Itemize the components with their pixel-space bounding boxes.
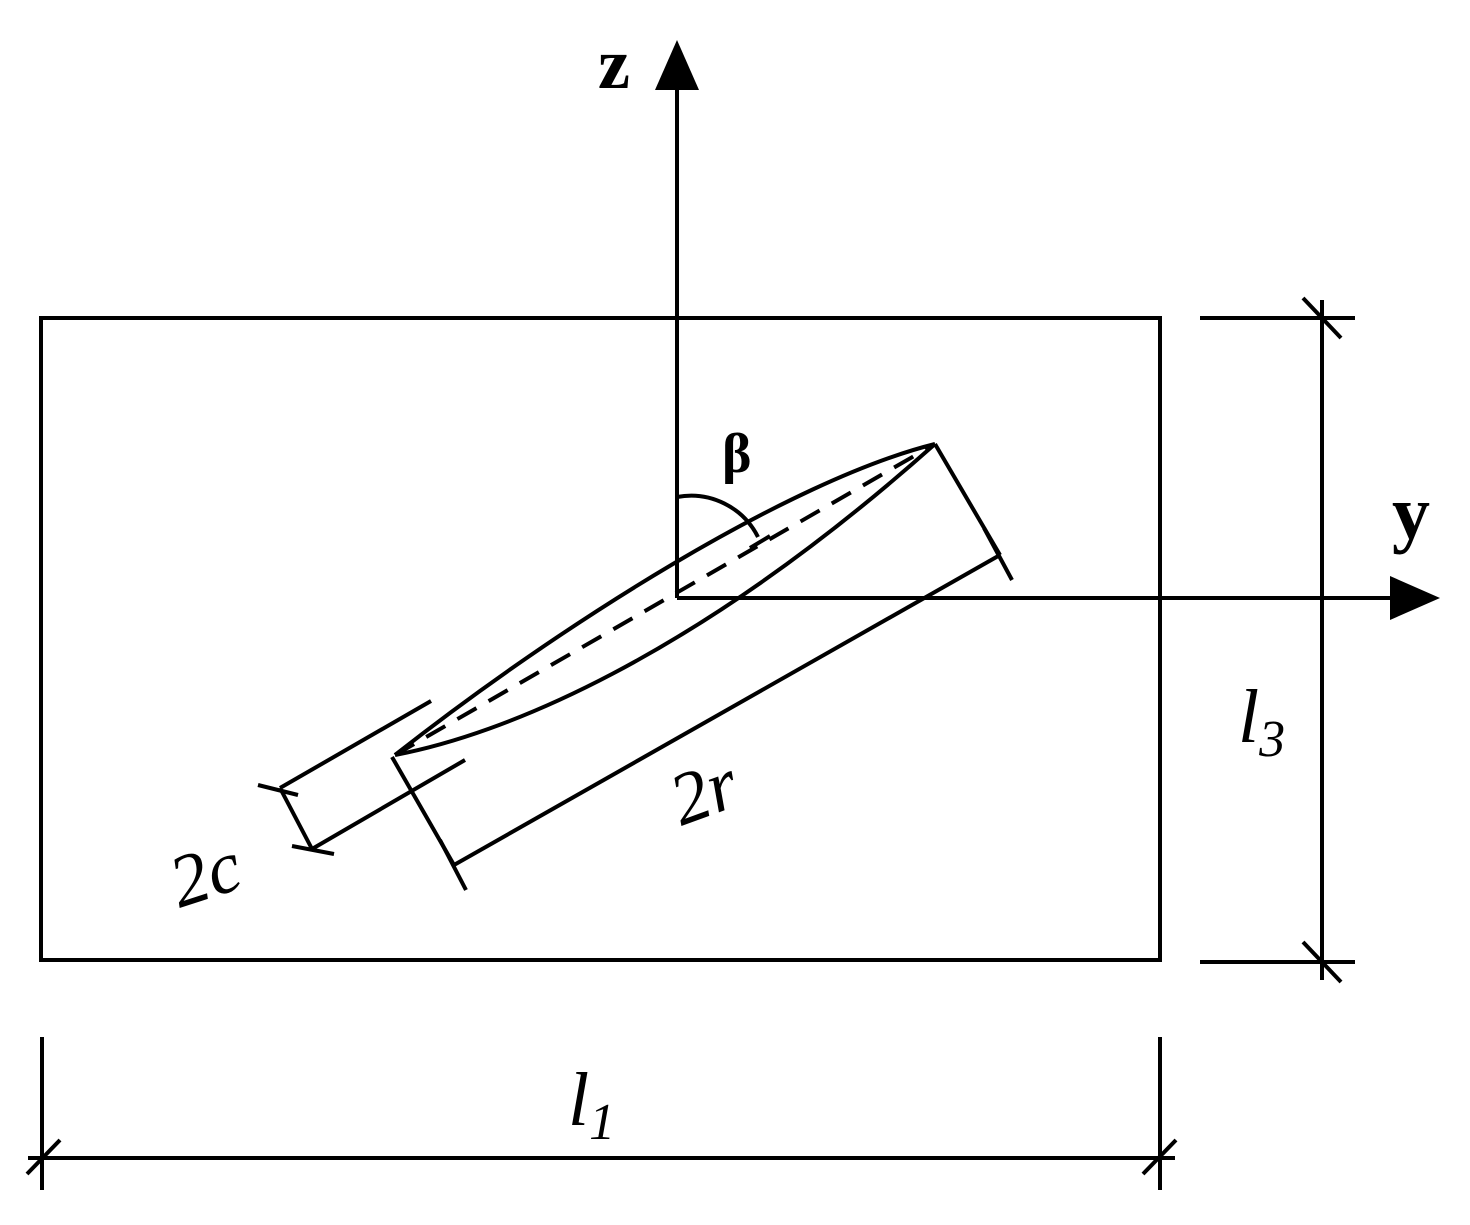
dim-l1-main: l	[568, 1058, 589, 1142]
dim-2c-extension-upper	[279, 699, 432, 790]
dim-2c-label: 2c	[159, 825, 251, 925]
dim-2r-tick-right	[982, 527, 1014, 581]
y-axis-label: y	[1392, 471, 1430, 555]
dim-2c-extension-lower	[310, 758, 467, 851]
z-axis-arrowhead	[655, 40, 699, 90]
dim-l1-subscript: 1	[589, 1094, 615, 1151]
dim-2r-line	[453, 553, 1001, 867]
dim-l3-label: l3	[1238, 675, 1285, 768]
dim-l1-tick-left	[25, 1138, 62, 1176]
crack-upper-edge	[393, 442, 936, 757]
dim-l3-main: l	[1238, 675, 1259, 759]
dim-l1-tick-right	[1141, 1138, 1178, 1176]
angle-arc	[676, 493, 760, 538]
dim-2c-line	[278, 787, 314, 850]
dim-2r-label: 2r	[659, 742, 750, 842]
angle-arc-tick	[748, 534, 772, 550]
y-axis-arrowhead	[1390, 576, 1440, 620]
angle-label: β	[722, 423, 752, 485]
dim-2c-tick-upper	[257, 783, 299, 797]
z-axis-label: z	[598, 24, 630, 104]
crack-axis-dashed	[394, 442, 936, 757]
dim-l3-subscript: 3	[1258, 711, 1285, 768]
dim-l3-tick-bottom	[1301, 940, 1343, 984]
dim-2c-tick-lower	[291, 844, 335, 856]
dim-l3-tick-top	[1301, 296, 1343, 340]
crack-lower-edge	[394, 442, 937, 757]
specimen-rectangle	[39, 316, 1162, 962]
dim-2r-tick-left	[438, 839, 468, 891]
dim-l1-label: l1	[568, 1058, 615, 1151]
